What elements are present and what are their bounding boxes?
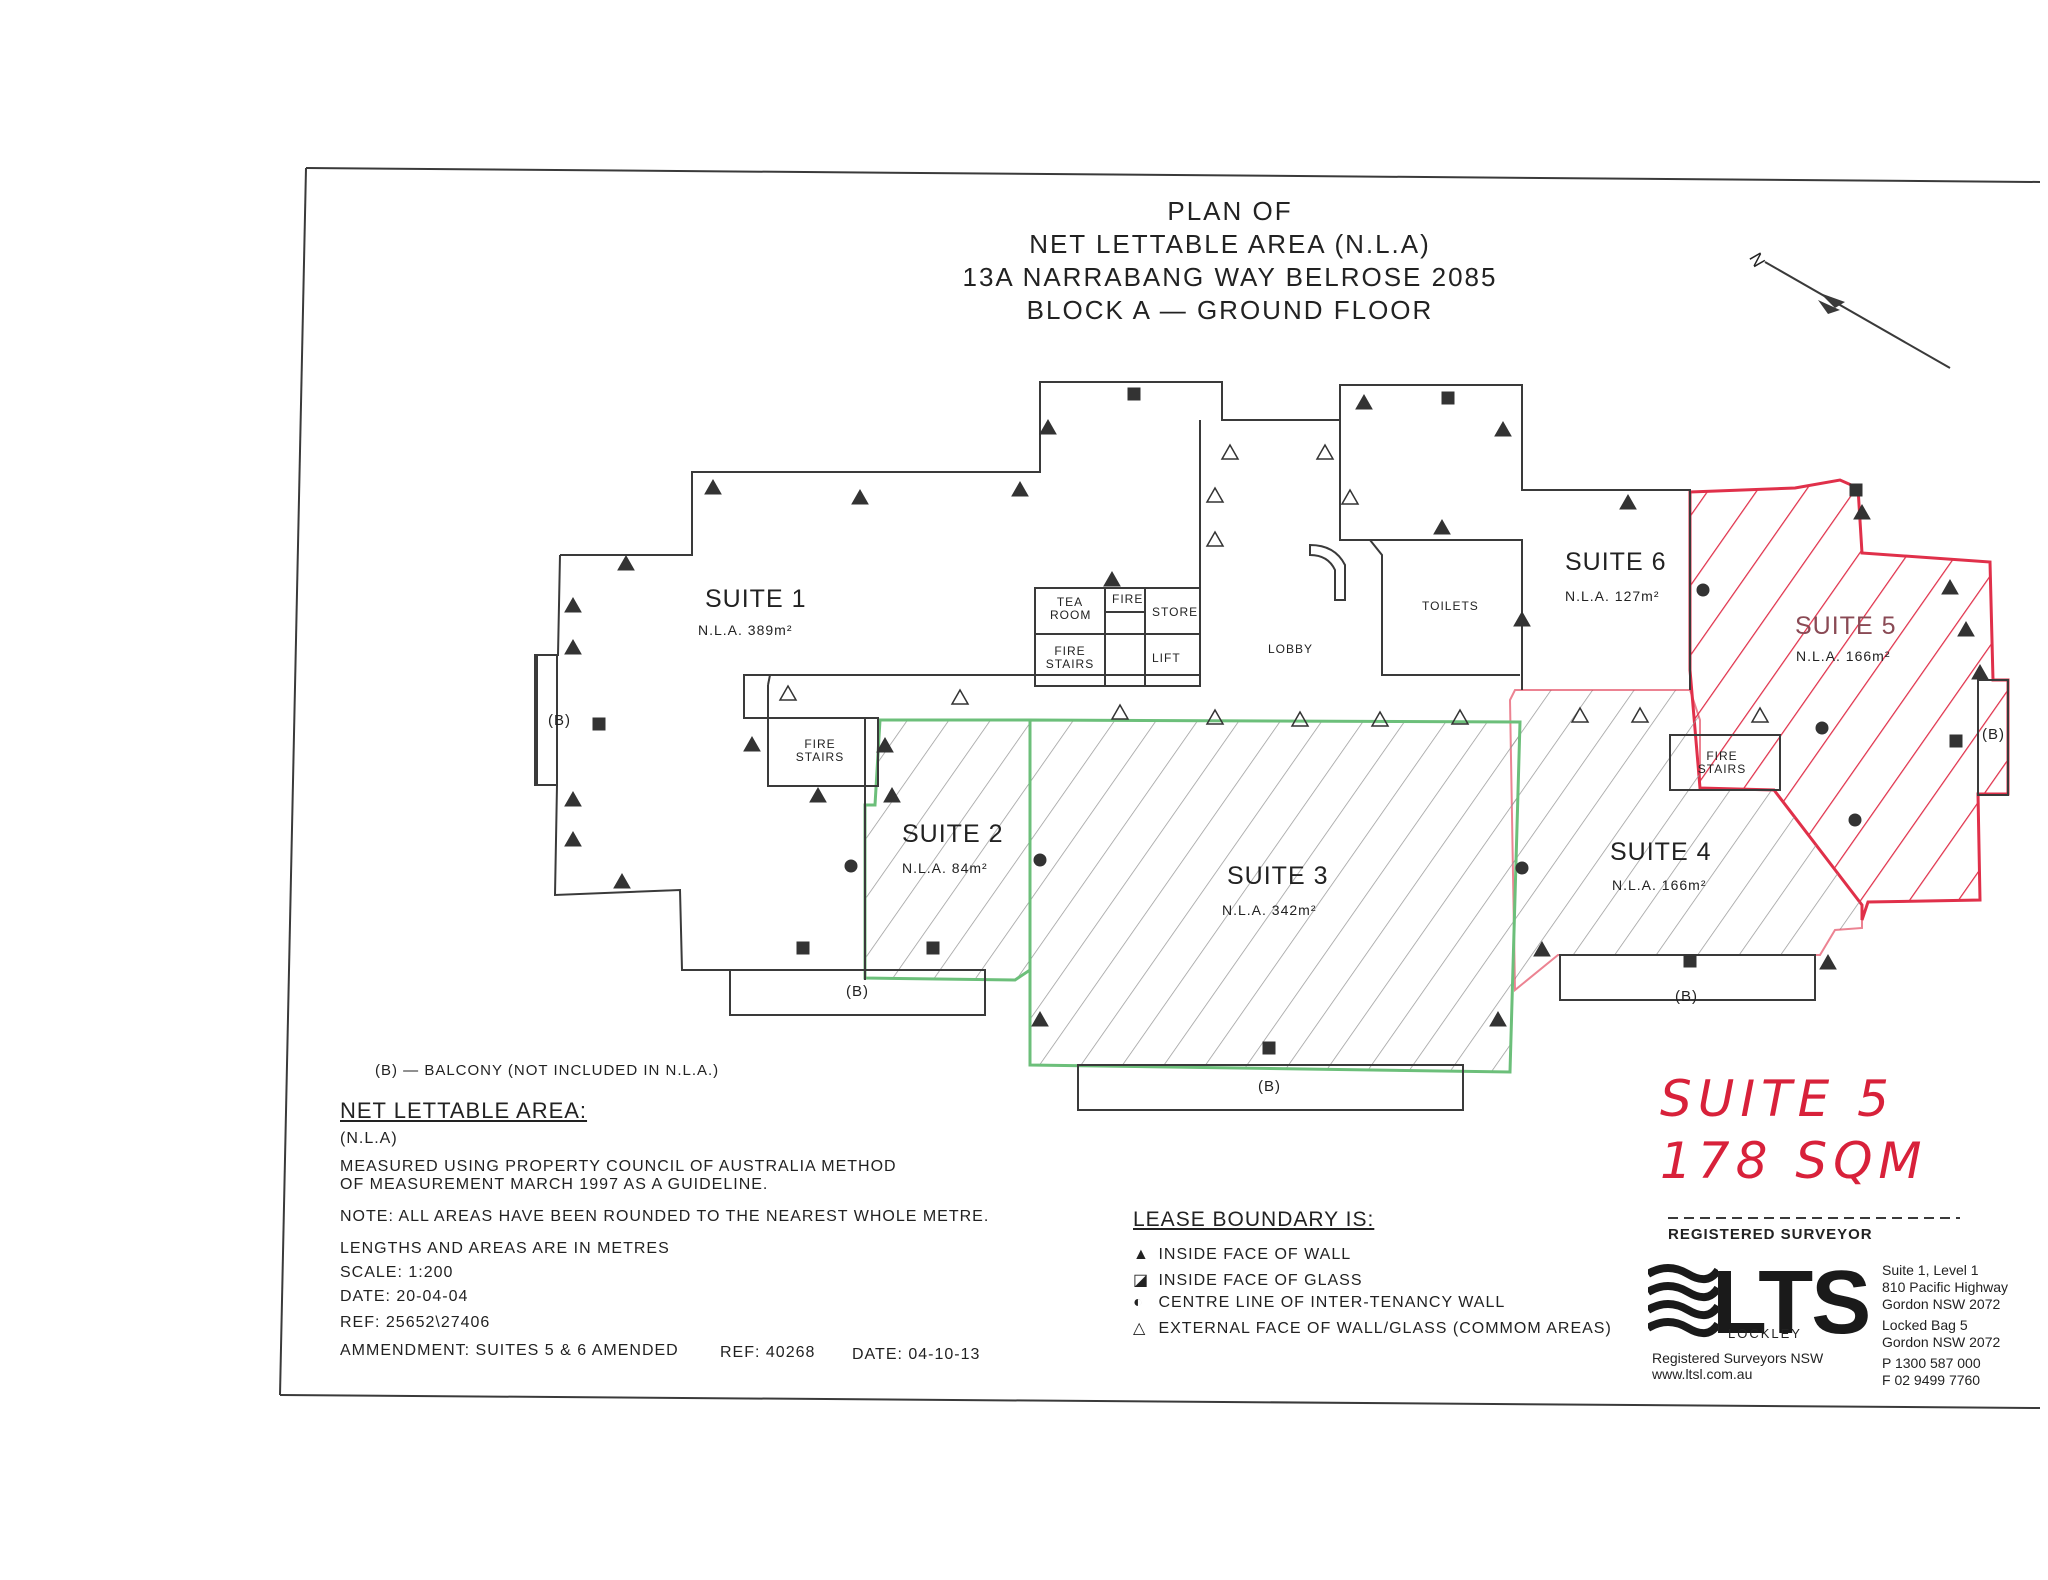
surveyor-heading: REGISTERED SURVEYOR	[1668, 1226, 1873, 1243]
address-line-1: Suite 1, Level 1	[1882, 1262, 1979, 1278]
address-line-3: Gordon NSW 2072	[1882, 1296, 2001, 1312]
lts-tagline: Registered Surveyors NSW	[1652, 1350, 1824, 1366]
north-arrow	[1764, 261, 1951, 369]
suite-1-nla: N.L.A. 389m²	[698, 622, 793, 638]
lts-logo: LTS	[1712, 1253, 1871, 1353]
suite-2-nla: N.L.A. 84m²	[902, 860, 988, 876]
lts-wave-icon	[1648, 1264, 1718, 1338]
tea-room-label: TEA ROOM	[1050, 595, 1092, 622]
balcony-label-3: (B)	[1258, 1078, 1281, 1095]
surveyor-phone: P 1300 587 000	[1882, 1355, 1981, 1371]
nla-method-2: OF MEASUREMENT MARCH 1997 AS A GUIDELINE…	[340, 1176, 769, 1193]
suite-1-label: SUITE 1	[705, 585, 807, 613]
wall-marker-icon: ▲	[1133, 1246, 1150, 1263]
toilets-label: TOILETS	[1422, 599, 1479, 613]
suite-3-nla: N.L.A. 342m²	[1222, 902, 1317, 918]
nla-units: LENGTHS AND AREAS ARE IN METRES	[340, 1240, 670, 1257]
legend-label: INSIDE FACE OF GLASS	[1158, 1272, 1363, 1289]
title-line-4: BLOCK A — GROUND FLOOR	[1026, 295, 1434, 325]
drawing-frame	[279, 167, 2041, 1409]
suite-3-area	[1028, 718, 1522, 1074]
surveyor-fax: F 02 9499 7760	[1882, 1372, 1981, 1388]
balcony-label-1: (B)	[548, 712, 571, 729]
balcony-label-5: (B)	[1982, 726, 2005, 743]
suite-5-nla: N.L.A. 166m²	[1796, 648, 1891, 664]
handwritten-area: 178 SQM	[1660, 1132, 1928, 1190]
legend-label: CENTRE LINE OF INTER-TENANCY WALL	[1158, 1294, 1506, 1311]
nla-scale: SCALE: 1:200	[340, 1264, 454, 1281]
title-line-2: NET LETTABLE AREA (N.L.A)	[1029, 229, 1431, 259]
balcony-note: (B) — BALCONY (NOT INCLUDED IN N.L.A.)	[375, 1062, 720, 1079]
store-label: STORE	[1152, 605, 1199, 619]
legend-item-wall: ▲ INSIDE FACE OF WALL	[1133, 1246, 1351, 1264]
common-area-markers	[778, 443, 1770, 727]
title-line-3: 13A NARRABANG WAY BELROSE 2085	[962, 262, 1498, 292]
nla-amend-date: DATE: 04-10-13	[852, 1346, 981, 1363]
nla-amend-ref: REF: 40268	[720, 1344, 816, 1361]
legend-item-external: △ EXTERNAL FACE OF WALL/GLASS (COMMOM AR…	[1133, 1318, 1612, 1338]
address-line-5: Gordon NSW 2072	[1882, 1334, 2001, 1350]
nla-method-1: MEASURED USING PROPERTY COUNCIL OF AUSTR…	[340, 1158, 897, 1175]
suite-4-nla: N.L.A. 166m²	[1612, 877, 1707, 893]
legend-label: INSIDE FACE OF WALL	[1158, 1246, 1352, 1263]
nla-heading: NET LETTABLE AREA:	[340, 1098, 588, 1123]
glass-marker-icon: ◪	[1133, 1272, 1150, 1289]
lift-label: LIFT	[1152, 651, 1181, 665]
suite-6-label: SUITE 6	[1565, 548, 1667, 576]
legend-item-glass: ◪ INSIDE FACE OF GLASS	[1133, 1270, 1363, 1290]
nla-amendment: AMMENDMENT: SUITES 5 & 6 AMENDED	[340, 1342, 679, 1359]
lts-website: www.ltsl.com.au	[1652, 1366, 1753, 1382]
lts-sub: LOCKLEY	[1728, 1326, 1802, 1341]
nla-date: DATE: 20-04-04	[340, 1288, 469, 1305]
suite-6-nla: N.L.A. 127m²	[1565, 588, 1660, 604]
nla-ref: REF: 25652\27406	[340, 1314, 491, 1331]
suite-2-area	[863, 718, 1032, 982]
fire-stairs-core-label: FIRE STAIRS	[1045, 644, 1095, 671]
handwritten-suite: SUITE 5	[1660, 1070, 1895, 1128]
suite-4-area	[1508, 689, 1863, 993]
lobby-label: LOBBY	[1268, 642, 1314, 656]
fire-label: FIRE	[1112, 592, 1144, 606]
suite-5-label: SUITE 5	[1795, 612, 1897, 640]
legend-label: EXTERNAL FACE OF WALL/GLASS (COMMOM AREA…	[1158, 1320, 1612, 1337]
address-line-4: Locked Bag 5	[1882, 1317, 1968, 1333]
suite-2-label: SUITE 2	[902, 820, 1004, 848]
legend-item-centre-line: ◐ CENTRE LINE OF INTER-TENANCY WALL	[1133, 1294, 1505, 1312]
suite-3-label: SUITE 3	[1227, 862, 1329, 890]
legend-heading: LEASE BOUNDARY IS:	[1133, 1208, 1375, 1231]
balcony-label-2: (B)	[846, 983, 869, 1000]
boundary-markers	[564, 387, 1989, 1055]
fire-stairs-left-label: FIRE STAIRS	[795, 737, 845, 764]
fire-stairs-right-label: FIRE STAIRS	[1697, 749, 1747, 776]
suite-4-label: SUITE 4	[1610, 838, 1712, 866]
external-marker-icon: △	[1133, 1320, 1147, 1337]
balcony-label-4: (B)	[1675, 988, 1698, 1005]
nla-note: NOTE: ALL AREAS HAVE BEEN ROUNDED TO THE…	[340, 1208, 990, 1225]
address-line-2: 810 Pacific Highway	[1882, 1279, 2009, 1295]
title-line-1: PLAN OF	[1167, 196, 1293, 226]
centre-line-marker-icon: ◐	[1133, 1294, 1144, 1311]
nla-abbr: (N.L.A)	[340, 1130, 398, 1147]
